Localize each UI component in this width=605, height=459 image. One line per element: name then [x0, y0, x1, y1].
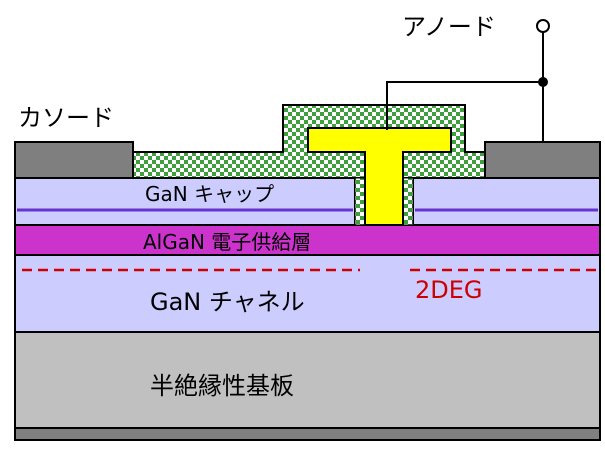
substrate-layer: [14, 331, 601, 429]
anode-terminal-circle: [536, 19, 550, 33]
substrate-bottom-strip: [14, 427, 601, 441]
anode-wire-gate: [386, 81, 543, 130]
recess-passivation-left: [354, 177, 366, 226]
anode-junction-dot: [538, 77, 548, 87]
substrate-label: 半絶縁性基板: [150, 372, 294, 400]
algan-label: AlGaN 電子供給層: [143, 230, 311, 254]
gan-channel-layer: [14, 254, 601, 333]
gan-cap-label: GaN キャップ: [145, 182, 274, 206]
cathode-electrode: [14, 141, 134, 179]
gan-channel-label: GaN チャネル: [150, 288, 305, 316]
anode-side-electrode: [484, 141, 601, 179]
cathode-label: カソード: [18, 104, 114, 132]
t-gate-anode: [307, 127, 452, 226]
anode-label: アノード: [402, 13, 496, 41]
gan-cap-layer-right: [412, 177, 601, 226]
recess-passivation-right: [402, 177, 414, 226]
two-deg-label: 2DEG: [415, 276, 483, 304]
algan-layer: [14, 224, 601, 256]
